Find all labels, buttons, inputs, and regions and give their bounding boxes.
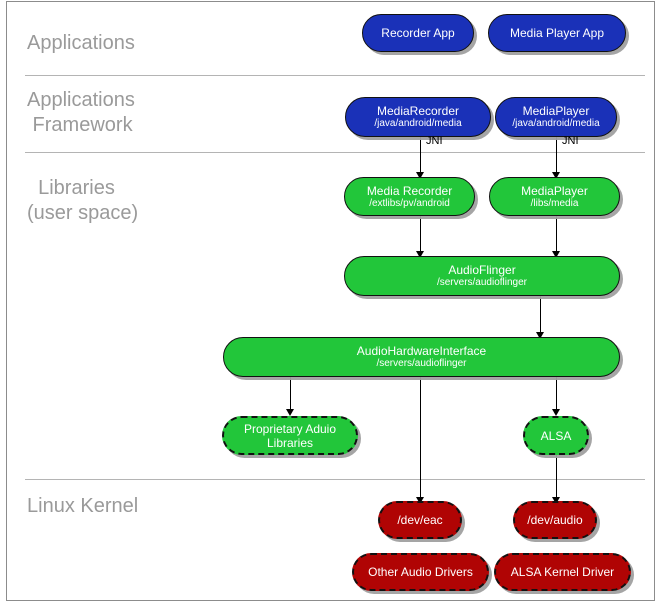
node-subtitle: /libs/media [530,197,579,209]
node-title: MediaPlayer [521,183,588,198]
connector-alsa-devaudio [556,455,557,501]
layer-label-applications: Applications [27,32,135,54]
node-title: /dev/audio [527,513,583,527]
node-title: ALSA [540,428,572,443]
node-subtitle: /servers/audioflinger [436,277,528,288]
connector-flinger-hwinterface [540,296,541,336]
separator-applications [25,75,645,76]
node-subtitle: Libraries [266,435,314,450]
node-title: Media Recorder [366,183,453,198]
arrowhead-flinger-hwinterface [536,332,544,339]
node-title: AudioFlinger [448,263,516,277]
node-subtitle: /java/android/media [512,118,600,129]
node-title: MediaRecorder [376,104,460,118]
arrowhead-playerlib-flinger [552,251,560,258]
node-media-recorder-lib[interactable]: Media Recorder /extlibs/pv/android [344,177,475,216]
node-title: Media Player App [509,26,605,40]
node-subtitle: /servers/audioflinger [376,358,467,369]
arrowhead-hw-alsa [552,409,560,416]
connector-hw-proprietary [290,377,291,413]
node-dev-audio[interactable]: /dev/audio [513,501,597,539]
node-alsa[interactable]: ALSA [523,416,589,455]
connector-mediarecorder-jni [420,136,421,176]
connector-mediaplayer-jni [556,136,557,176]
node-title: /dev/eac [397,513,443,527]
edge-label-mediaplayer-jni: JNI [562,135,579,147]
node-title: Other Audio Drivers [368,565,473,579]
node-other-audio-drivers[interactable]: Other Audio Drivers [352,553,489,591]
node-title: MediaPlayer [522,104,590,118]
layer-label-applications-framework: Applications Framework [27,89,135,136]
node-alsa-kernel-driver[interactable]: ALSA Kernel Driver [494,553,631,591]
node-subtitle: /extlibs/pv/android [369,197,450,209]
edge-label-mediarecorder-jni: JNI [426,135,443,147]
node-title: Recorder App [381,26,455,40]
node-mediarecorder-framework[interactable]: MediaRecorder /java/android/media [345,97,491,137]
connector-hw-deveac [420,377,421,501]
node-mediaplayer-framework[interactable]: MediaPlayer /java/android/media [495,97,617,137]
separator-kernel [25,479,645,480]
arrowhead-recorderlib-flinger [416,251,424,258]
node-proprietary-audio-libs[interactable]: Proprietary Aduio Libraries [222,416,358,455]
node-subtitle: /java/android/media [374,118,462,129]
connector-playerlib-flinger [556,215,557,253]
separator-framework [25,152,645,153]
node-dev-eac[interactable]: /dev/eac [378,501,462,539]
node-media-player-app[interactable]: Media Player App [488,14,626,52]
node-title: AudioHardwareInterface [356,344,487,358]
node-title: Proprietary Aduio [243,421,337,436]
arrowhead-hw-proprietary [286,409,294,416]
layer-label-linux-kernel: Linux Kernel [27,495,139,517]
node-recorder-app[interactable]: Recorder App [362,14,474,52]
node-mediaplayer-lib[interactable]: MediaPlayer /libs/media [489,177,620,216]
node-audioflinger[interactable]: AudioFlinger /servers/audioflinger [344,256,620,296]
arrowhead-mediarecorder-jni [416,172,424,179]
node-audiohardwareinterface[interactable]: AudioHardwareInterface /servers/audiofli… [223,337,620,377]
layer-label-libraries: Libraries (user space) [27,177,139,224]
connector-hw-alsa [556,377,557,413]
node-title: ALSA Kernel Driver [510,565,615,579]
connector-recorderlib-flinger [420,215,421,253]
arrowhead-mediaplayer-jni [552,172,560,179]
